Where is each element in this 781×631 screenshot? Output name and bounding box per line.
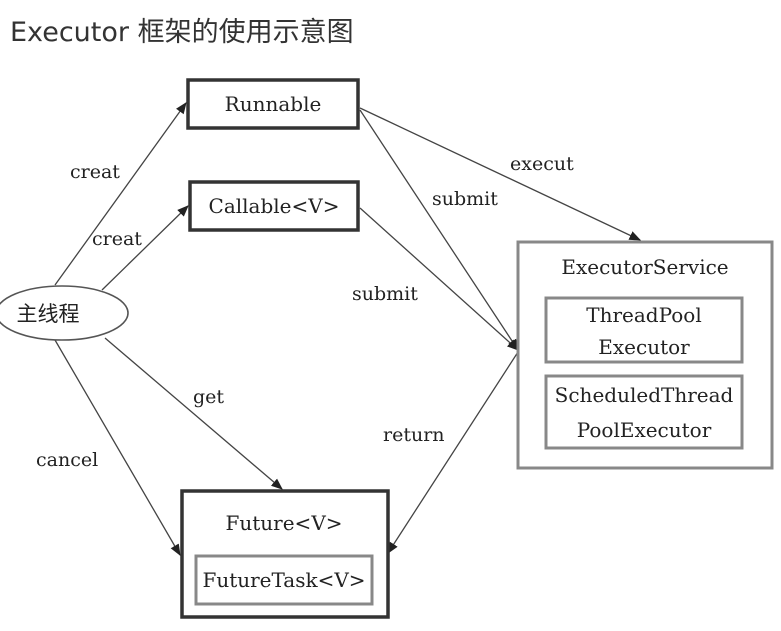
callable-label: Callable<V> <box>209 194 340 218</box>
runnable-node: Runnable <box>186 78 360 130</box>
edge-label-submit-callable: submit <box>352 283 418 305</box>
future-label: Future<V> <box>225 511 342 535</box>
edge-label-cancel: cancel <box>36 449 98 471</box>
edge-label-get: get <box>193 386 224 408</box>
edge-labels: creat creat execut submit submit get ret… <box>36 153 574 471</box>
thread-pool-executor-line2: Executor <box>598 335 690 359</box>
scheduled-thread-pool-executor-line1: ScheduledThread <box>555 383 734 407</box>
executor-service-node: ExecutorService ThreadPool Executor Sche… <box>516 240 774 470</box>
future-task-label: FutureTask<V> <box>202 568 365 592</box>
edge-label-execut: execut <box>510 153 574 175</box>
main-thread-node: 主线程 <box>0 285 129 341</box>
executor-service-label: ExecutorService <box>561 255 728 279</box>
edge-creat-callable <box>101 205 189 291</box>
scheduled-thread-pool-executor-node: ScheduledThread PoolExecutor <box>544 374 744 450</box>
edge-label-return: return <box>383 424 445 446</box>
edge-execut <box>359 107 642 241</box>
edges <box>54 102 642 557</box>
main-thread-label: 主线程 <box>17 302 80 326</box>
edge-label-creat-runnable: creat <box>70 161 120 183</box>
thread-pool-executor-node: ThreadPool Executor <box>544 296 744 364</box>
edge-submit-callable <box>359 207 519 351</box>
runnable-label: Runnable <box>225 92 322 116</box>
edge-label-submit-runnable: submit <box>432 188 498 210</box>
edge-cancel <box>54 339 181 557</box>
edge-get <box>104 337 283 490</box>
edge-submit-runnable <box>359 109 519 351</box>
future-node: Future<V> FutureTask<V> <box>180 489 390 619</box>
edge-creat-runnable <box>54 102 187 286</box>
callable-node: Callable<V> <box>188 180 360 232</box>
thread-pool-executor-line1: ThreadPool <box>586 303 701 327</box>
page-title: Executor 框架的使用示意图 <box>10 17 354 48</box>
future-task-node: FutureTask<V> <box>194 554 374 606</box>
scheduled-thread-pool-executor-line2: PoolExecutor <box>577 418 712 442</box>
edge-return <box>387 351 519 554</box>
edge-label-creat-callable: creat <box>92 228 142 250</box>
